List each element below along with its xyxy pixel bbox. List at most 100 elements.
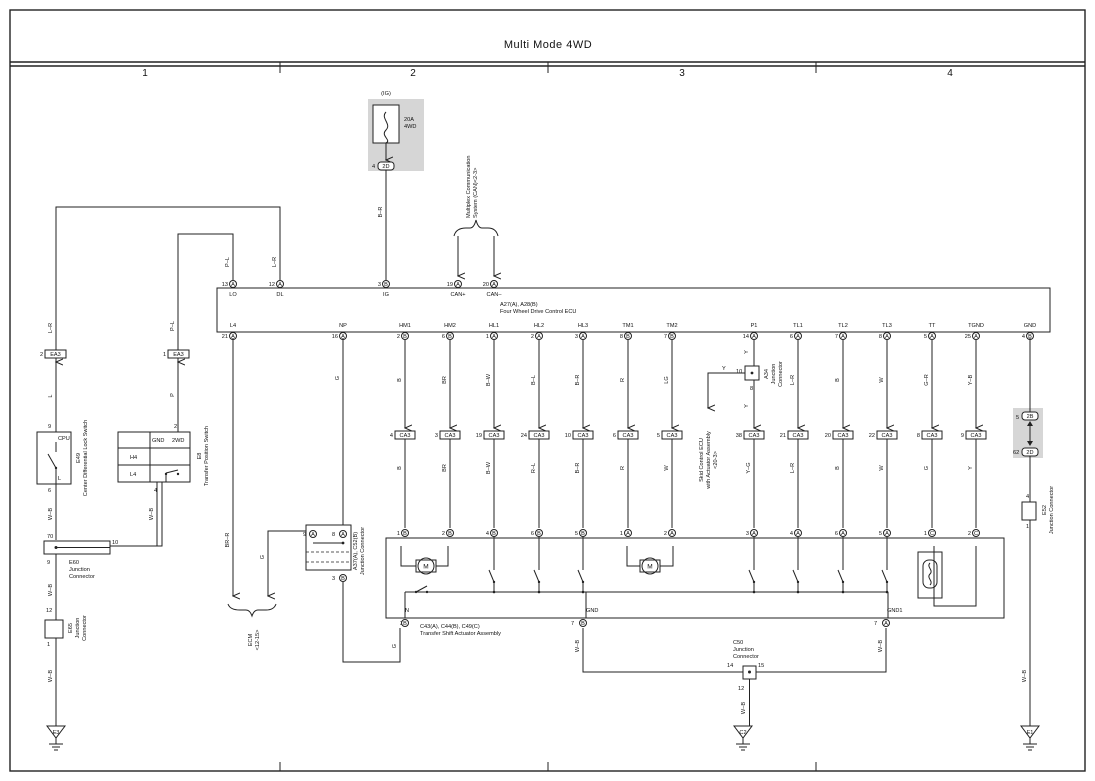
pin-circle — [883, 529, 891, 537]
wire-color: W–B — [575, 640, 581, 652]
pin-circle — [750, 529, 758, 537]
pin-label: TL3 — [882, 323, 892, 329]
component-label: Connector — [69, 574, 95, 580]
wire-color: G — [924, 466, 930, 470]
pin-connector: A — [796, 531, 800, 537]
pin-connector: A — [885, 334, 889, 340]
pin-number: 13 — [222, 282, 228, 288]
pin-connector: B — [537, 531, 541, 537]
pin-number: 1 — [486, 334, 489, 340]
component-label: Junction Connector — [1049, 486, 1055, 534]
pin-number: 2 — [531, 334, 534, 340]
gnd1-label: GND1 — [887, 608, 903, 614]
pin-number: 6 — [531, 531, 534, 537]
pin-number: 16 — [332, 334, 338, 340]
e65-junction: 12 1 E65 Junction Connector W–B — [44, 608, 88, 726]
pin-number: 6 — [48, 488, 51, 494]
fuse-4wd: (IG) 20A 4WD 4 2D B–R — [368, 91, 424, 280]
wire-color: L–R — [790, 463, 796, 473]
pin-number: 4 — [154, 488, 157, 494]
wire-color: W — [879, 377, 885, 383]
pin-connector: C — [930, 531, 934, 537]
pin-connector: A — [341, 532, 345, 538]
ground-label: E3 — [53, 730, 60, 736]
switch-blade — [881, 569, 888, 583]
pin-number: 9 — [961, 433, 964, 439]
pin-circle — [535, 529, 543, 537]
e52-junction: 5 2B 62 2D 4 1 E52 Junction Connector W–… — [1013, 338, 1055, 726]
wire-color: G–R — [924, 374, 930, 386]
component-name: E60 — [69, 560, 79, 566]
pin-circle — [668, 529, 676, 537]
pin-circle — [668, 332, 676, 340]
gnd-label: GND — [586, 608, 598, 614]
pin-connector: C — [974, 531, 978, 537]
pin-number: 5 — [657, 433, 660, 439]
c50-junction: C50 Junction Connector 14 15 12 W–B — [727, 640, 764, 726]
wire-color: R — [620, 466, 626, 470]
connector-label: CA3 — [445, 433, 456, 439]
pin-number: 5 — [924, 334, 927, 340]
switch-blade — [792, 569, 799, 583]
connector-label: CA3 — [400, 433, 411, 439]
pin-circle — [972, 332, 980, 340]
pin-number: 14 — [743, 334, 749, 340]
component-label: Center Differential Lock Switch — [83, 420, 89, 496]
pin-connector: A — [492, 282, 496, 288]
pin-number: 9 — [48, 424, 51, 430]
component-name: E8 — [197, 453, 203, 460]
junction-dot — [885, 590, 889, 594]
a37-junction: 9 A 8 A 3 B A37(A), C52(B) Junction Conn… — [303, 524, 401, 663]
pin-number: 3 — [746, 531, 749, 537]
connector-label: CA3 — [749, 433, 760, 439]
pin-connector: A — [796, 334, 800, 340]
ecm-page: <12-15> — [255, 630, 261, 651]
pin-label: GND — [1024, 323, 1036, 329]
pin-circle — [446, 332, 454, 340]
pin-circle — [490, 332, 498, 340]
connector-label: CA3 — [927, 433, 938, 439]
pin-circle — [928, 529, 936, 537]
pin-label: DL — [276, 292, 283, 298]
pin-number: 6 — [835, 531, 838, 537]
wire-color: Y — [744, 404, 750, 408]
wire-color: LG — [664, 376, 670, 383]
wire-color: R–L — [531, 463, 537, 473]
component-label: Junction — [733, 647, 754, 653]
pin-number: 9 — [303, 532, 306, 538]
connector-label: CA3 — [882, 433, 893, 439]
switch-blade — [837, 569, 844, 583]
pin-label: HL3 — [578, 323, 588, 329]
connector-label: CA3 — [489, 433, 500, 439]
component-label: Junction — [771, 364, 777, 385]
pin-number: 6 — [442, 334, 445, 340]
wire-color: Y — [722, 366, 726, 372]
component-label: Junction Connector — [360, 527, 366, 575]
pin-label: LO — [229, 292, 237, 298]
fuse-pin: 4 — [372, 164, 375, 170]
h4-label: H4 — [130, 455, 137, 461]
pin-connector: A — [670, 531, 674, 537]
pin-connector: B — [403, 621, 407, 627]
pin-circle — [382, 280, 390, 288]
wire-color: L–R — [790, 375, 796, 385]
pin-number: 3 — [435, 433, 438, 439]
ground-icon — [733, 725, 753, 739]
component-name: E49 — [76, 453, 82, 463]
component-label: Transfer Position Switch — [204, 426, 210, 486]
pin-number: 2 — [442, 531, 445, 537]
pin-number: 21 — [222, 334, 228, 340]
pin-connector: B — [492, 531, 496, 537]
a34-junction: 10 8 Y Y Y A34 Junction Connector Skid C… — [699, 350, 784, 490]
pin-label: IG — [383, 292, 389, 298]
can-label-2: System (CAN)<2-3> — [473, 168, 479, 218]
pin-connector: A — [537, 334, 541, 340]
pin-number: 25 — [965, 334, 971, 340]
motor-label: M — [423, 564, 428, 571]
junction-dot — [796, 590, 800, 594]
pin-number: 5 — [575, 531, 578, 537]
component-label: Connector — [778, 361, 784, 387]
pin-number: 21 — [780, 433, 786, 439]
pin-connector: B — [448, 334, 452, 340]
